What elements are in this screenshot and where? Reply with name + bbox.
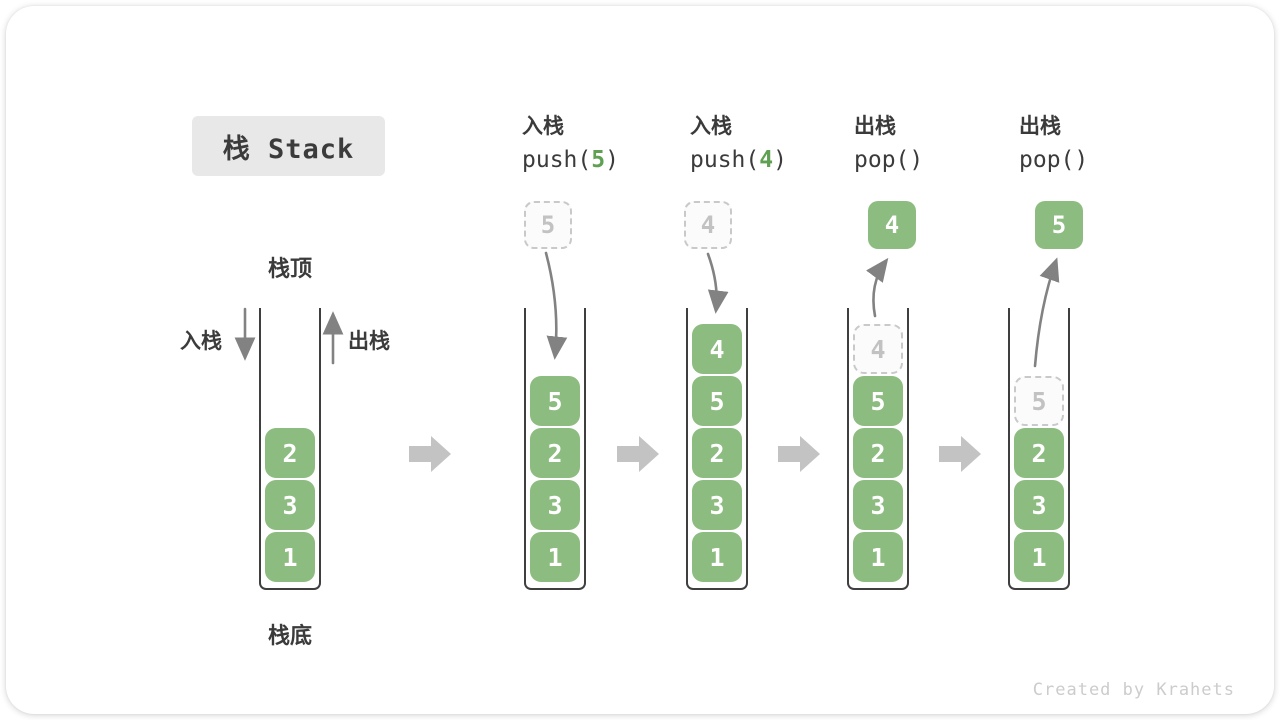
floating-value-4: 4 — [868, 201, 916, 249]
stack-cell-2: 2 — [530, 428, 580, 478]
operation-2: 入栈 push(4) — [690, 113, 787, 175]
watermark: Created by Krahets — [1032, 680, 1235, 700]
step-arrow-icon-3 — [778, 436, 820, 472]
operation-1: 入栈 push(5) — [522, 113, 619, 175]
stack-bottom-label: 栈底 — [267, 624, 313, 649]
stack-cell-5: 5 — [853, 376, 903, 426]
operation-arg: 4 — [759, 147, 774, 173]
stack-cell-3: 3 — [853, 480, 903, 530]
stack-cell-3: 3 — [692, 480, 742, 530]
step-arrow-icon-4 — [939, 436, 981, 472]
floating-value-5: 5 — [1035, 201, 1083, 249]
title-text: 栈 Stack — [222, 133, 355, 165]
stack-cell-1: 1 — [1014, 532, 1064, 582]
stack-cell-3: 3 — [1014, 480, 1064, 530]
stack-cell-4: 4 — [692, 324, 742, 374]
stack-cell-ghost-4: 4 — [853, 324, 903, 374]
push-side-label: 入栈 — [180, 329, 222, 353]
stack-cell-ghost-5: 5 — [1014, 376, 1064, 426]
operation-code: pop() — [1019, 147, 1089, 173]
operation-4: 出栈 pop() — [1019, 113, 1088, 175]
operation-3: 出栈 pop() — [854, 113, 923, 175]
operation-label: 出栈 — [1019, 114, 1061, 138]
stack-cell-1: 1 — [692, 532, 742, 582]
stack-cell-2: 2 — [692, 428, 742, 478]
stack-cell-1: 1 — [853, 532, 903, 582]
stack-cell-2: 2 — [265, 428, 315, 478]
stack-cell-3: 3 — [530, 480, 580, 530]
stack-cell-1: 1 — [530, 532, 580, 582]
stack-cell-2: 2 — [1014, 428, 1064, 478]
floating-value-4: 4 — [684, 201, 732, 249]
operation-code: push(4) — [690, 147, 787, 173]
title-badge: 栈 Stack — [192, 116, 385, 176]
operation-label: 入栈 — [690, 114, 732, 138]
stack-cell-3: 3 — [265, 480, 315, 530]
step-arrow-icon-2 — [617, 436, 659, 472]
pop-side-label: 出栈 — [348, 329, 390, 353]
stack-cell-1: 1 — [265, 532, 315, 582]
diagram-card: 栈 Stack 入栈 push(5) 入栈 push(4) 出栈 pop() 出栈 pop()… — [6, 6, 1274, 714]
step-arrow-icon-1 — [409, 436, 451, 472]
floating-value-5: 5 — [524, 201, 572, 249]
stack-top-label: 栈顶 — [267, 257, 313, 282]
operation-label: 入栈 — [522, 114, 564, 138]
operation-arg: 5 — [591, 147, 606, 173]
stack-cell-2: 2 — [853, 428, 903, 478]
operation-code: push(5) — [522, 147, 619, 173]
push-4-curve-arrow-icon — [706, 252, 729, 314]
stack-cell-5: 5 — [692, 376, 742, 426]
arrows-overlay — [234, 251, 1060, 472]
stack-cell-5: 5 — [530, 376, 580, 426]
operation-code: pop() — [854, 147, 924, 173]
operation-label: 出栈 — [854, 114, 896, 138]
